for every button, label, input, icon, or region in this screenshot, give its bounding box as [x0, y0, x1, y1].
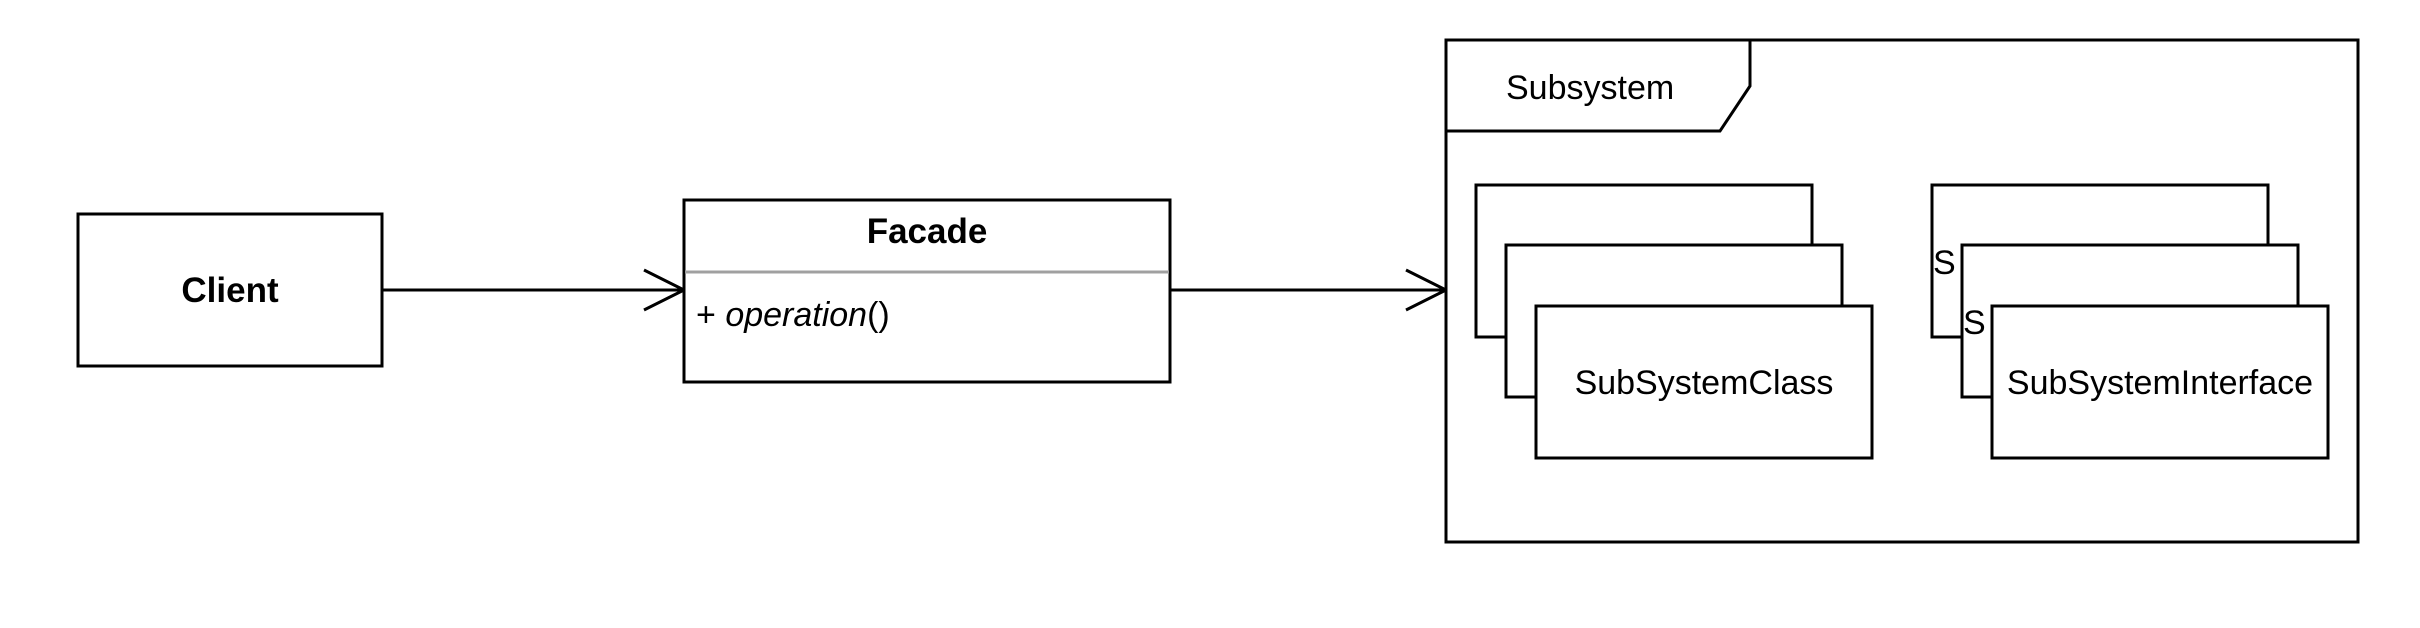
operation-params: () — [867, 296, 890, 334]
subsystem-frame[interactable]: Subsystem SubSystemClass S S SubSystemIn… — [1444, 38, 2360, 544]
facade-title: Facade — [867, 212, 988, 251]
client-to-facade-edge — [382, 268, 688, 312]
subsystem-class-card-front — [1534, 304, 1874, 460]
subsystem-frame-label: Subsystem — [1506, 69, 1674, 107]
subsystem-interface-stack[interactable]: S S SubSystemInterface — [1930, 183, 2330, 460]
subsystem-class-label: SubSystemClass — [1575, 364, 1834, 402]
subsystem-class-stack[interactable]: SubSystemClass — [1474, 183, 1874, 460]
subsystem-interface-middle-label: S — [1963, 304, 1986, 342]
subsystem-interface-card-front — [1990, 304, 2330, 460]
facade-operation: + operation() — [696, 296, 890, 334]
facade-class[interactable]: Facade + operation() — [682, 198, 1172, 384]
client-class[interactable]: Client — [76, 212, 384, 368]
facade-to-subsystem-edge — [1170, 268, 1450, 312]
operation-visibility: + — [696, 296, 725, 334]
subsystem-interface-back-label: S — [1933, 244, 1956, 282]
operation-name: operation — [725, 296, 867, 334]
subsystem-interface-label: SubSystemInterface — [2007, 364, 2313, 402]
client-label: Client — [181, 271, 279, 310]
